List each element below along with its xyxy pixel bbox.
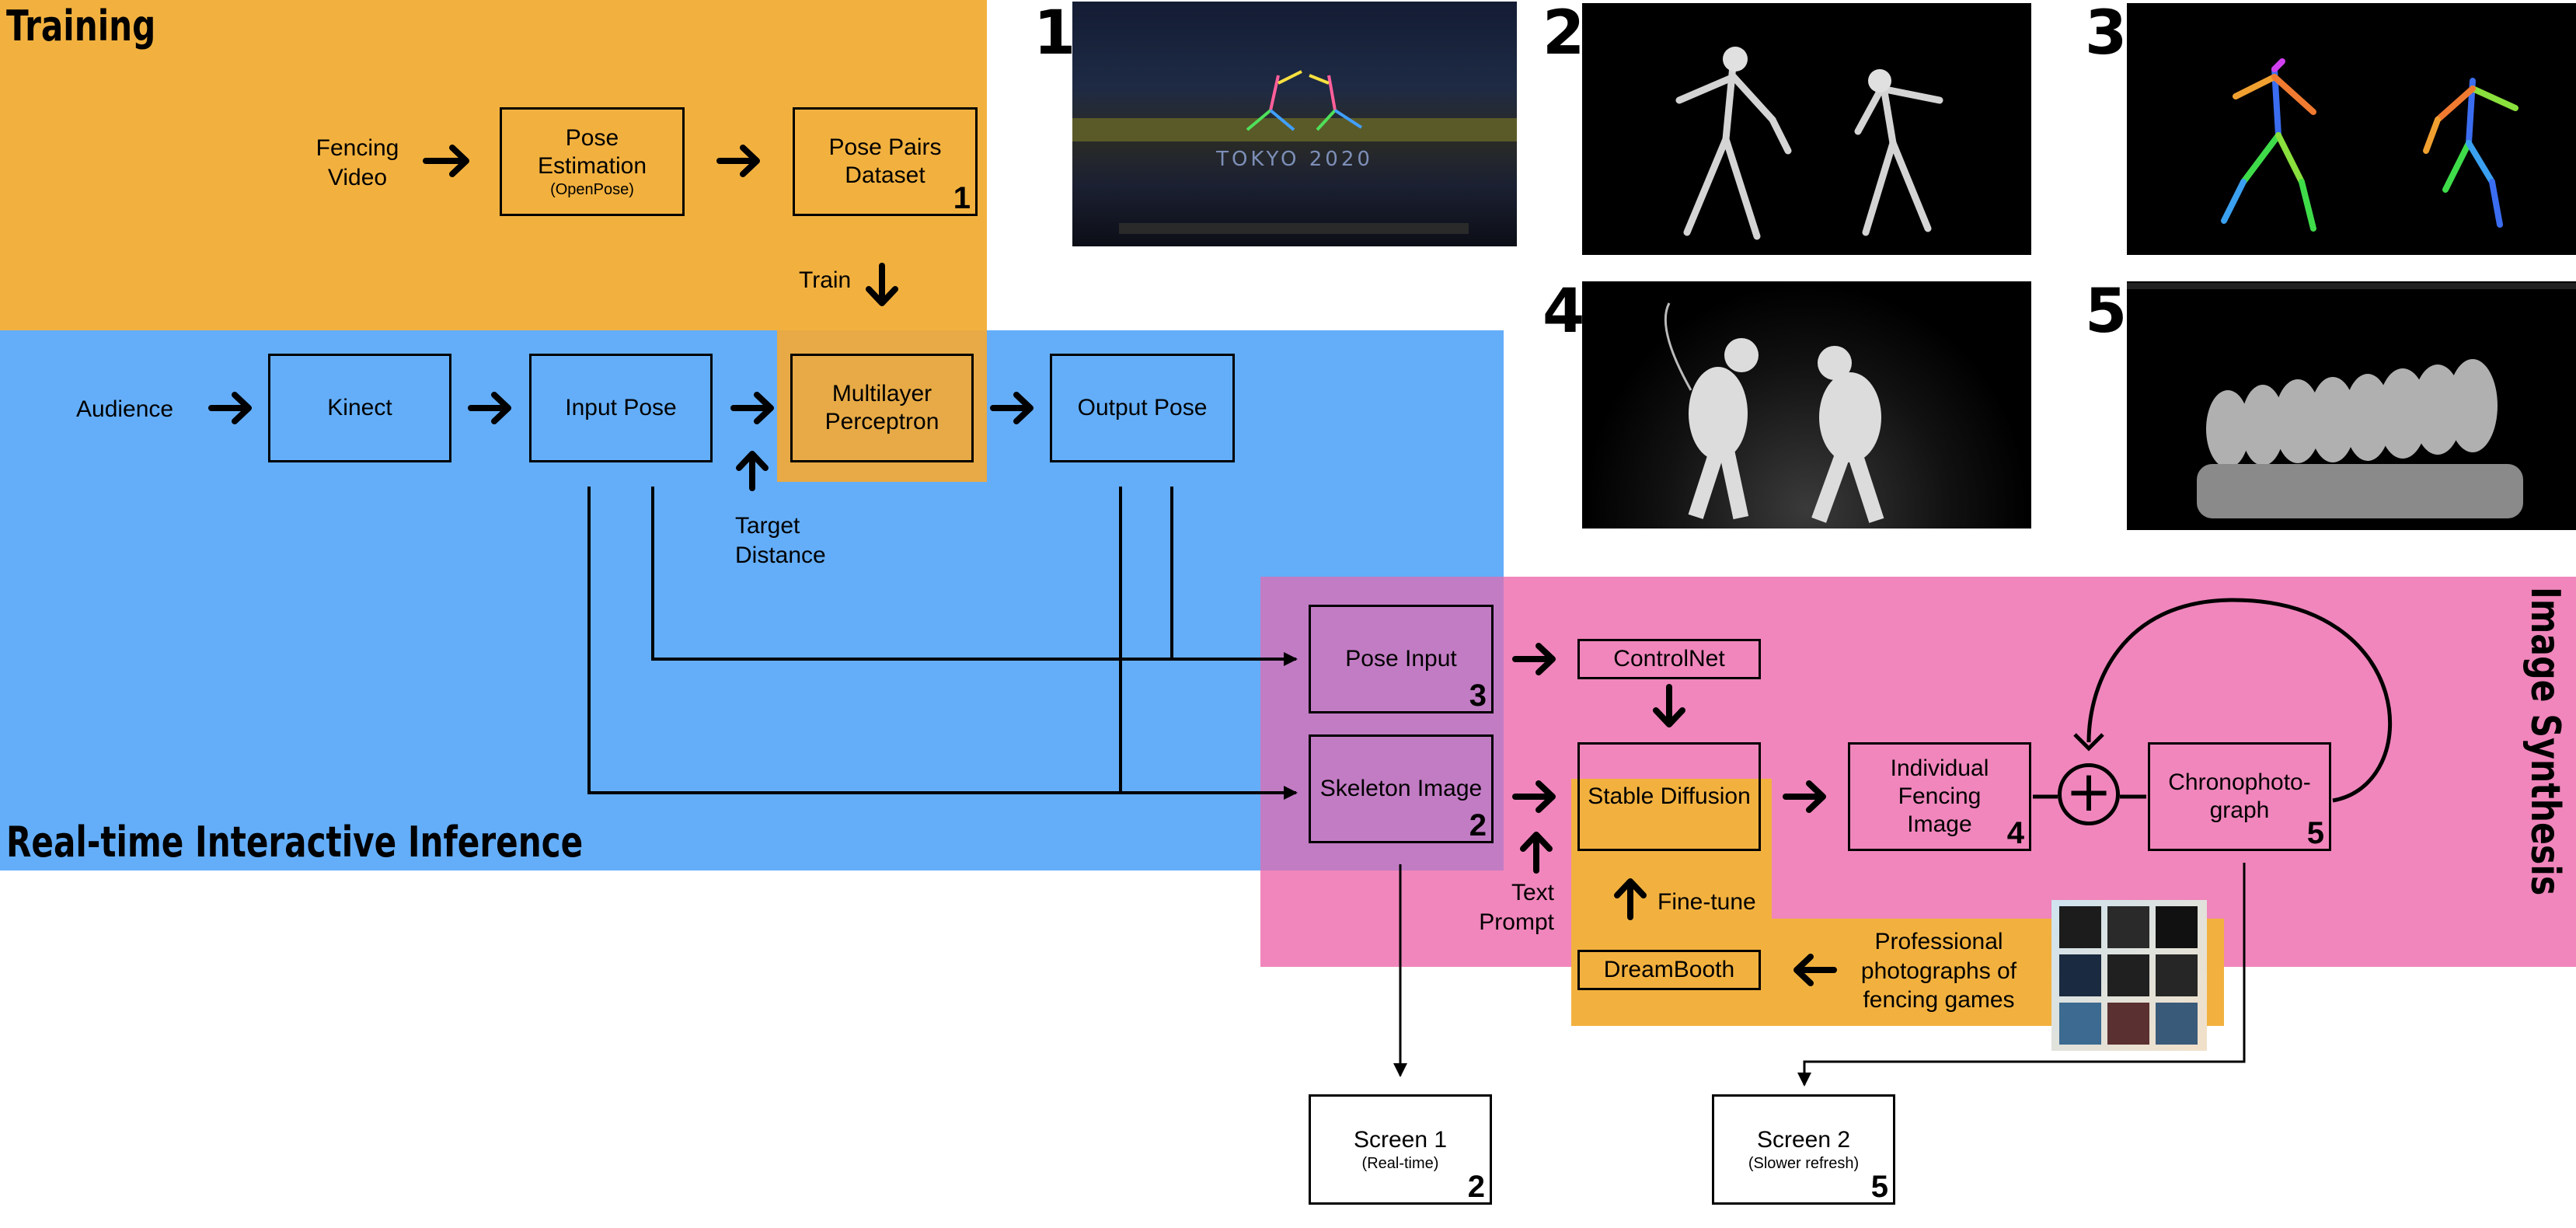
mlp-node: Multilayer Perceptron: [790, 354, 974, 462]
fencing-video-label: Fencing Video: [315, 135, 399, 190]
target-distance-label: Target Distance: [735, 513, 826, 568]
individual-fencing-image-title: Individual Fencing Image: [1890, 755, 1989, 837]
controlnet-title: ControlNet: [1613, 646, 1725, 672]
input-pose-node: Input Pose: [529, 354, 713, 462]
arrow-skeleton-to-sd: [1512, 780, 1556, 813]
arrow-mlp-to-output-pose: [990, 392, 1034, 424]
screen2-node: Screen 2 (Slower refresh) 5: [1712, 1094, 1895, 1205]
pose-estimation-sub: (OpenPose): [550, 181, 634, 198]
skeleton-image-node: Skeleton Image 2: [1309, 734, 1494, 843]
stable-diffusion-title: Stable Diffusion: [1588, 783, 1751, 809]
arrow-photos-to-dreambooth: [1793, 954, 1837, 986]
training-region: [0, 0, 987, 330]
input-pose-title: Input Pose: [565, 395, 677, 420]
output-pose-title: Output Pose: [1077, 395, 1208, 420]
screen2-index: 5: [1870, 1170, 1888, 1204]
screen1-sub: (Real-time): [1361, 1155, 1439, 1172]
dreambooth-node: DreamBooth: [1577, 950, 1761, 990]
photo-chronophotograph: [2127, 281, 2576, 530]
arrow-sd-to-individual: [1783, 780, 1826, 813]
pose-estimation-title: Pose Estimation: [537, 125, 647, 179]
train-label: Train: [799, 267, 852, 293]
inference-title: Real-time Interactive Inference: [6, 818, 584, 867]
arrow-train: [866, 263, 898, 306]
tokyo-banner: TOKYO 2020: [1216, 148, 1373, 171]
text-prompt-label: Text Prompt: [1479, 880, 1554, 935]
loop-arrowhead: [2073, 733, 2104, 752]
photo-number-3: 3: [2085, 0, 2128, 68]
arrow-pose-estimation-to-dataset: [716, 145, 760, 177]
arrow-kinect-to-input-pose: [468, 392, 511, 424]
chronophotograph-node: Chronophoto-graph 5: [2148, 742, 2331, 851]
screen1-title: Screen 1: [1353, 1127, 1448, 1153]
mlp-title: Multilayer Perceptron: [824, 381, 939, 434]
synthesis-title: Image Synthesis: [2522, 587, 2568, 896]
arrow-input-pose-to-mlp: [730, 392, 774, 424]
stable-diffusion-node: Stable Diffusion: [1577, 742, 1761, 851]
plus-icon: +: [2058, 763, 2120, 825]
output-pose-node: Output Pose: [1050, 354, 1235, 462]
dreambooth-title: DreamBooth: [1603, 957, 1735, 982]
photo-number-4: 4: [1542, 277, 1585, 347]
inference-synthesis-overlap: [1260, 577, 1504, 870]
line-chrono-to-screen2: [1797, 863, 2246, 1087]
individual-fencing-image-index: 4: [2006, 816, 2024, 850]
pose-estimation-node: Pose Estimation (OpenPose): [500, 107, 685, 216]
pose-pairs-dataset-index: 1: [953, 181, 971, 215]
fine-tune-label: Fine-tune: [1657, 889, 1756, 915]
skeleton-image-index: 2: [1469, 808, 1487, 843]
pose-input-title: Pose Input: [1345, 646, 1457, 672]
photo-3d-skeletons: [1582, 3, 2031, 255]
screen1-index: 2: [1467, 1170, 1485, 1204]
chronophotograph-index: 5: [2306, 816, 2324, 850]
arrow-video-to-pose-estimation: [423, 145, 469, 177]
photo-fencers: [1582, 281, 2031, 529]
controlnet-node: ControlNet: [1577, 639, 1761, 679]
loop-chrono-to-plus: [2086, 598, 2393, 803]
pose-pairs-dataset-title: Pose Pairs Dataset: [828, 134, 942, 188]
line-input-pose-to-pose-input: [651, 487, 1298, 666]
professional-photos-grid: [2051, 900, 2207, 1051]
pose-input-index: 3: [1469, 679, 1487, 713]
photo-number-1: 1: [1034, 0, 1076, 68]
pose-input-node: Pose Input 3: [1309, 605, 1494, 713]
plus-symbol: +: [2065, 759, 2113, 824]
screen2-title: Screen 2: [1756, 1127, 1851, 1153]
kinect-node: Kinect: [268, 354, 451, 462]
training-title: Training: [6, 2, 156, 51]
arrow-pose-input-to-controlnet: [1512, 643, 1556, 675]
arrow-fine-tune: [1614, 878, 1647, 920]
photo-2d-skeletons: [2127, 3, 2576, 255]
screen1-node: Screen 1 (Real-time) 2: [1309, 1094, 1492, 1205]
individual-fencing-image-node: Individual Fencing Image 4: [1848, 742, 2031, 851]
chronophotograph-title: Chronophoto-graph: [2168, 769, 2311, 823]
screen2-sub: (Slower refresh): [1748, 1155, 1860, 1172]
photo-number-2: 2: [1542, 0, 1585, 68]
arrow-controlnet-to-sd: [1653, 684, 1685, 727]
arrow-target-distance: [736, 451, 769, 491]
skeleton-image-title: Skeleton Image: [1319, 776, 1483, 801]
line-input-pose-to-skeleton: [587, 487, 1298, 800]
inference-region: [0, 330, 1504, 870]
kinect-title: Kinect: [327, 395, 392, 420]
pose-pairs-dataset-node: Pose Pairs Dataset 1: [793, 107, 978, 216]
photo-number-5: 5: [2085, 277, 2128, 347]
audience-label: Audience: [76, 396, 174, 422]
arrow-text-prompt: [1520, 832, 1553, 874]
photo-fencing-broadcast: TOKYO 2020: [1072, 2, 1517, 246]
professional-photos-label: Professional photographs of fencing game…: [1860, 929, 2017, 1013]
arrow-audience-to-kinect: [208, 392, 252, 424]
